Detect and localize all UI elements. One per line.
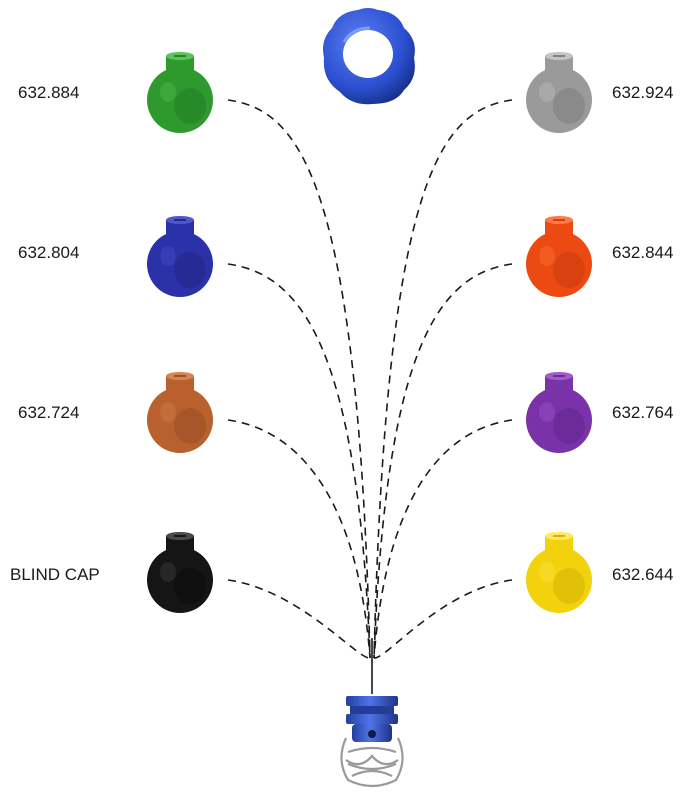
nozzle-label-right-1: 632.924	[612, 83, 673, 102]
nozzle-left-1	[147, 52, 213, 133]
nozzle-right-1	[526, 52, 592, 133]
connector-left-4	[227, 579, 371, 659]
nozzle-label-right-3: 632.764	[612, 403, 673, 422]
nozzle-right-4	[526, 532, 592, 613]
spring-coil	[340, 737, 404, 788]
nozzle-right-2	[526, 216, 592, 297]
connector-left-2	[227, 263, 371, 659]
nozzles-left	[147, 52, 213, 613]
connector-lines	[227, 99, 513, 694]
nozzle-left-3	[147, 372, 213, 453]
cap-ring-image	[323, 8, 415, 105]
nozzle-label-left-2: 632.804	[18, 243, 79, 262]
connector-left-3	[227, 419, 371, 659]
connector-left-1	[227, 99, 371, 659]
nozzle-label-right-2: 632.844	[612, 243, 673, 262]
connector-right-4	[373, 579, 513, 659]
connector-right-3	[373, 419, 513, 659]
nozzle-left-2	[147, 216, 213, 297]
nozzle-label-right-4: 632.644	[612, 565, 673, 584]
connector-right-1	[373, 99, 513, 659]
nozzle-left-4	[147, 532, 213, 613]
nozzles-right	[526, 52, 592, 613]
connector-right-2	[373, 263, 513, 659]
nozzle-label-left-4: BLIND CAP	[10, 565, 100, 584]
base-fitting-image	[340, 696, 404, 788]
nozzle-right-3	[526, 372, 592, 453]
nozzle-label-left-3: 632.724	[18, 403, 79, 422]
nozzle-label-left-1: 632.884	[18, 83, 79, 102]
